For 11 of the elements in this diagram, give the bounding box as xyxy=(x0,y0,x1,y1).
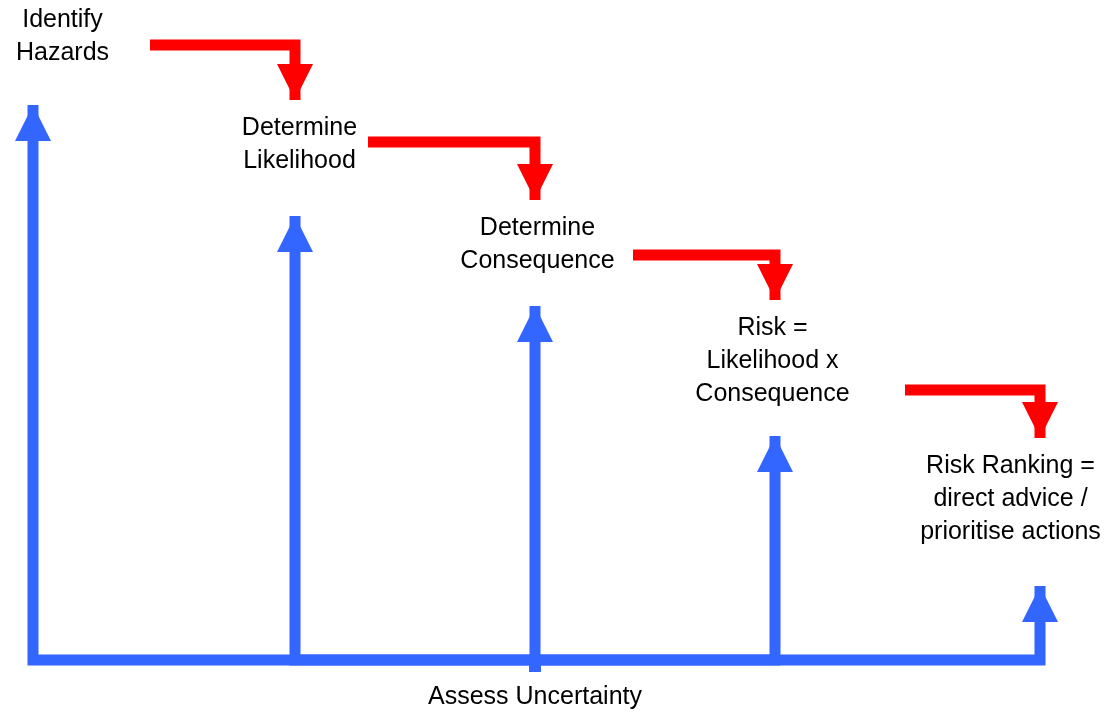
arrow xyxy=(633,249,793,300)
arrow xyxy=(529,586,1058,672)
step-label: Risk = Likelihood x Consequence xyxy=(694,311,851,408)
arrow xyxy=(905,384,1058,438)
step-label: Risk Ranking = direct advice / prioritise actions xyxy=(919,449,1102,546)
arrow xyxy=(368,136,553,200)
step-label: Assess Uncertainty xyxy=(428,680,642,711)
arrow xyxy=(150,39,313,100)
step-label: Determine Consequence xyxy=(459,211,616,275)
step-label: Identify Hazards xyxy=(14,3,111,67)
step-label: Determine Likelihood xyxy=(240,111,359,175)
